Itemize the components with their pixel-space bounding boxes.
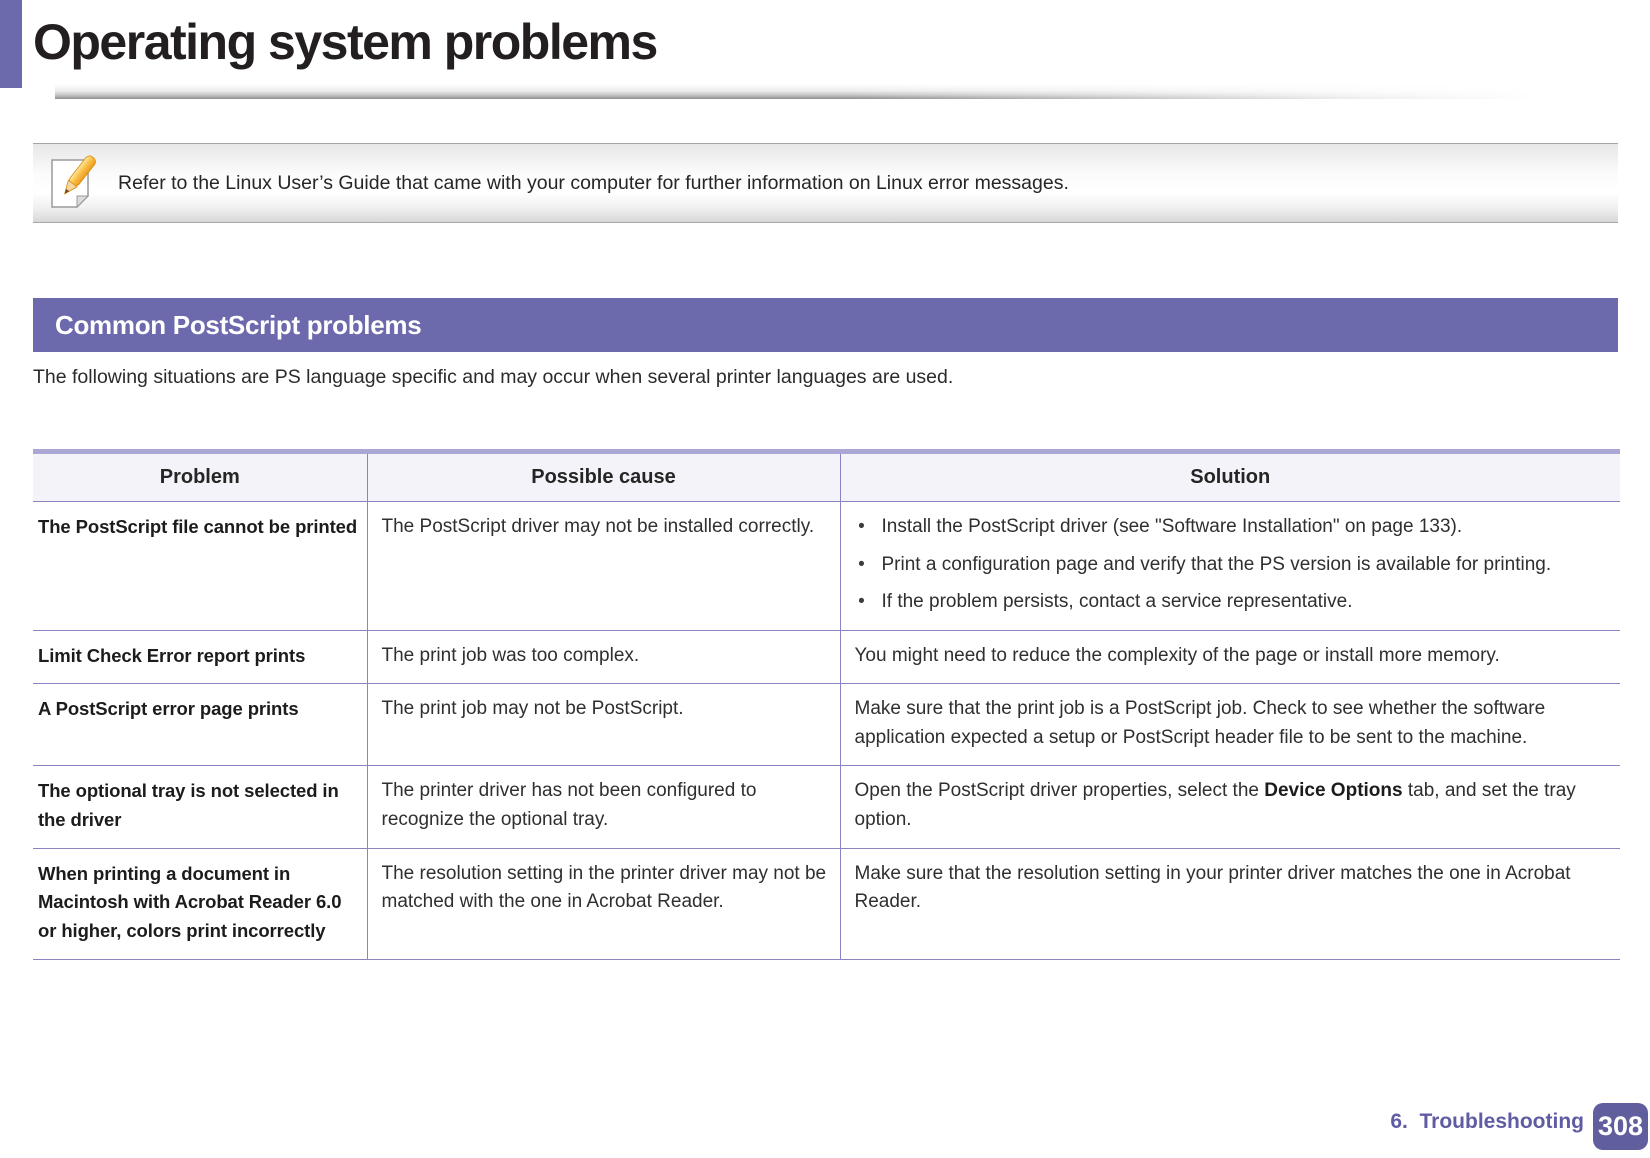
- note-text: Refer to the Linux User’s Guide that cam…: [118, 171, 1069, 194]
- cause-cell: The printer driver has not been configur…: [366, 765, 840, 849]
- solution-bullet-list: • Install the PostScript driver (see "So…: [855, 513, 1609, 617]
- section-heading-banner: Common PostScript problems: [33, 298, 1618, 352]
- solution-text: Open the PostScript driver properties, s…: [854, 780, 1265, 802]
- solution-cell: Open the PostScript driver properties, s…: [839, 765, 1620, 849]
- solution-cell: Make sure that the print job is a PostSc…: [839, 683, 1620, 767]
- problem-cell: A PostScript error page prints: [33, 683, 367, 767]
- table-row: A PostScript error page prints The print…: [33, 683, 1620, 767]
- section-heading: Common PostScript problems: [55, 309, 422, 340]
- title-underline-swoosh: [55, 84, 1650, 99]
- table-row: When printing a document in Macintosh wi…: [33, 848, 1620, 960]
- postscript-problems-table: Problem Possible cause Solution The Post…: [33, 449, 1620, 960]
- bullet-icon: •: [858, 553, 865, 575]
- cause-cell: The resolution setting in the printer dr…: [366, 848, 840, 960]
- title-accent-bar: [0, 0, 22, 88]
- page-title: Operating system problems: [33, 14, 658, 70]
- note-box: Refer to the Linux User’s Guide that cam…: [33, 143, 1618, 223]
- cause-cell: The print job may not be PostScript.: [366, 683, 840, 767]
- solution-cell: Make sure that the resolution setting in…: [839, 848, 1620, 960]
- table-row: The PostScript file cannot be printed Th…: [33, 501, 1620, 631]
- device-options-bold-text: Device Options: [1264, 780, 1403, 802]
- solution-cell: • Install the PostScript driver (see "So…: [839, 501, 1620, 631]
- solution-text: If the problem persists, contact a servi…: [881, 591, 1353, 612]
- cause-cell: The print job was too complex.: [366, 630, 840, 685]
- column-header-problem: Problem: [33, 449, 367, 502]
- list-item: • If the problem persists, contact a ser…: [855, 588, 1609, 617]
- pencil-note-icon: [48, 152, 100, 214]
- solution-text: Print a configuration page and verify th…: [881, 553, 1552, 575]
- solution-text: Install the PostScript driver (see "Soft…: [881, 516, 1463, 537]
- problem-cell: Limit Check Error report prints: [33, 630, 367, 685]
- list-item: • Print a configuration page and verify …: [855, 551, 1609, 580]
- bullet-icon: •: [858, 516, 865, 537]
- problem-cell: The optional tray is not selected in the…: [33, 765, 367, 849]
- table-row: The optional tray is not selected in the…: [33, 765, 1620, 849]
- bullet-icon: •: [858, 591, 865, 612]
- list-item: • Install the PostScript driver (see "So…: [855, 513, 1609, 542]
- solution-cell: You might need to reduce the complexity …: [839, 630, 1620, 685]
- column-header-possible-cause: Possible cause: [366, 449, 840, 502]
- solution-text: tab, and set the tray option.: [854, 780, 1576, 830]
- column-header-solution: Solution: [839, 449, 1620, 502]
- table-header-row: Problem Possible cause Solution: [33, 449, 1620, 502]
- section-intro: The following situations are PS language…: [33, 366, 954, 388]
- problem-cell: When printing a document in Macintosh wi…: [33, 848, 367, 960]
- table-row: Limit Check Error report prints The prin…: [33, 630, 1620, 685]
- cause-cell: The PostScript driver may not be install…: [366, 501, 840, 631]
- page-number: 308: [1597, 1111, 1644, 1141]
- footer-chapter-label: 6. Troubleshooting: [1390, 1110, 1584, 1133]
- page-number-badge: 308: [1593, 1103, 1648, 1150]
- problem-cell: The PostScript file cannot be printed: [33, 501, 367, 631]
